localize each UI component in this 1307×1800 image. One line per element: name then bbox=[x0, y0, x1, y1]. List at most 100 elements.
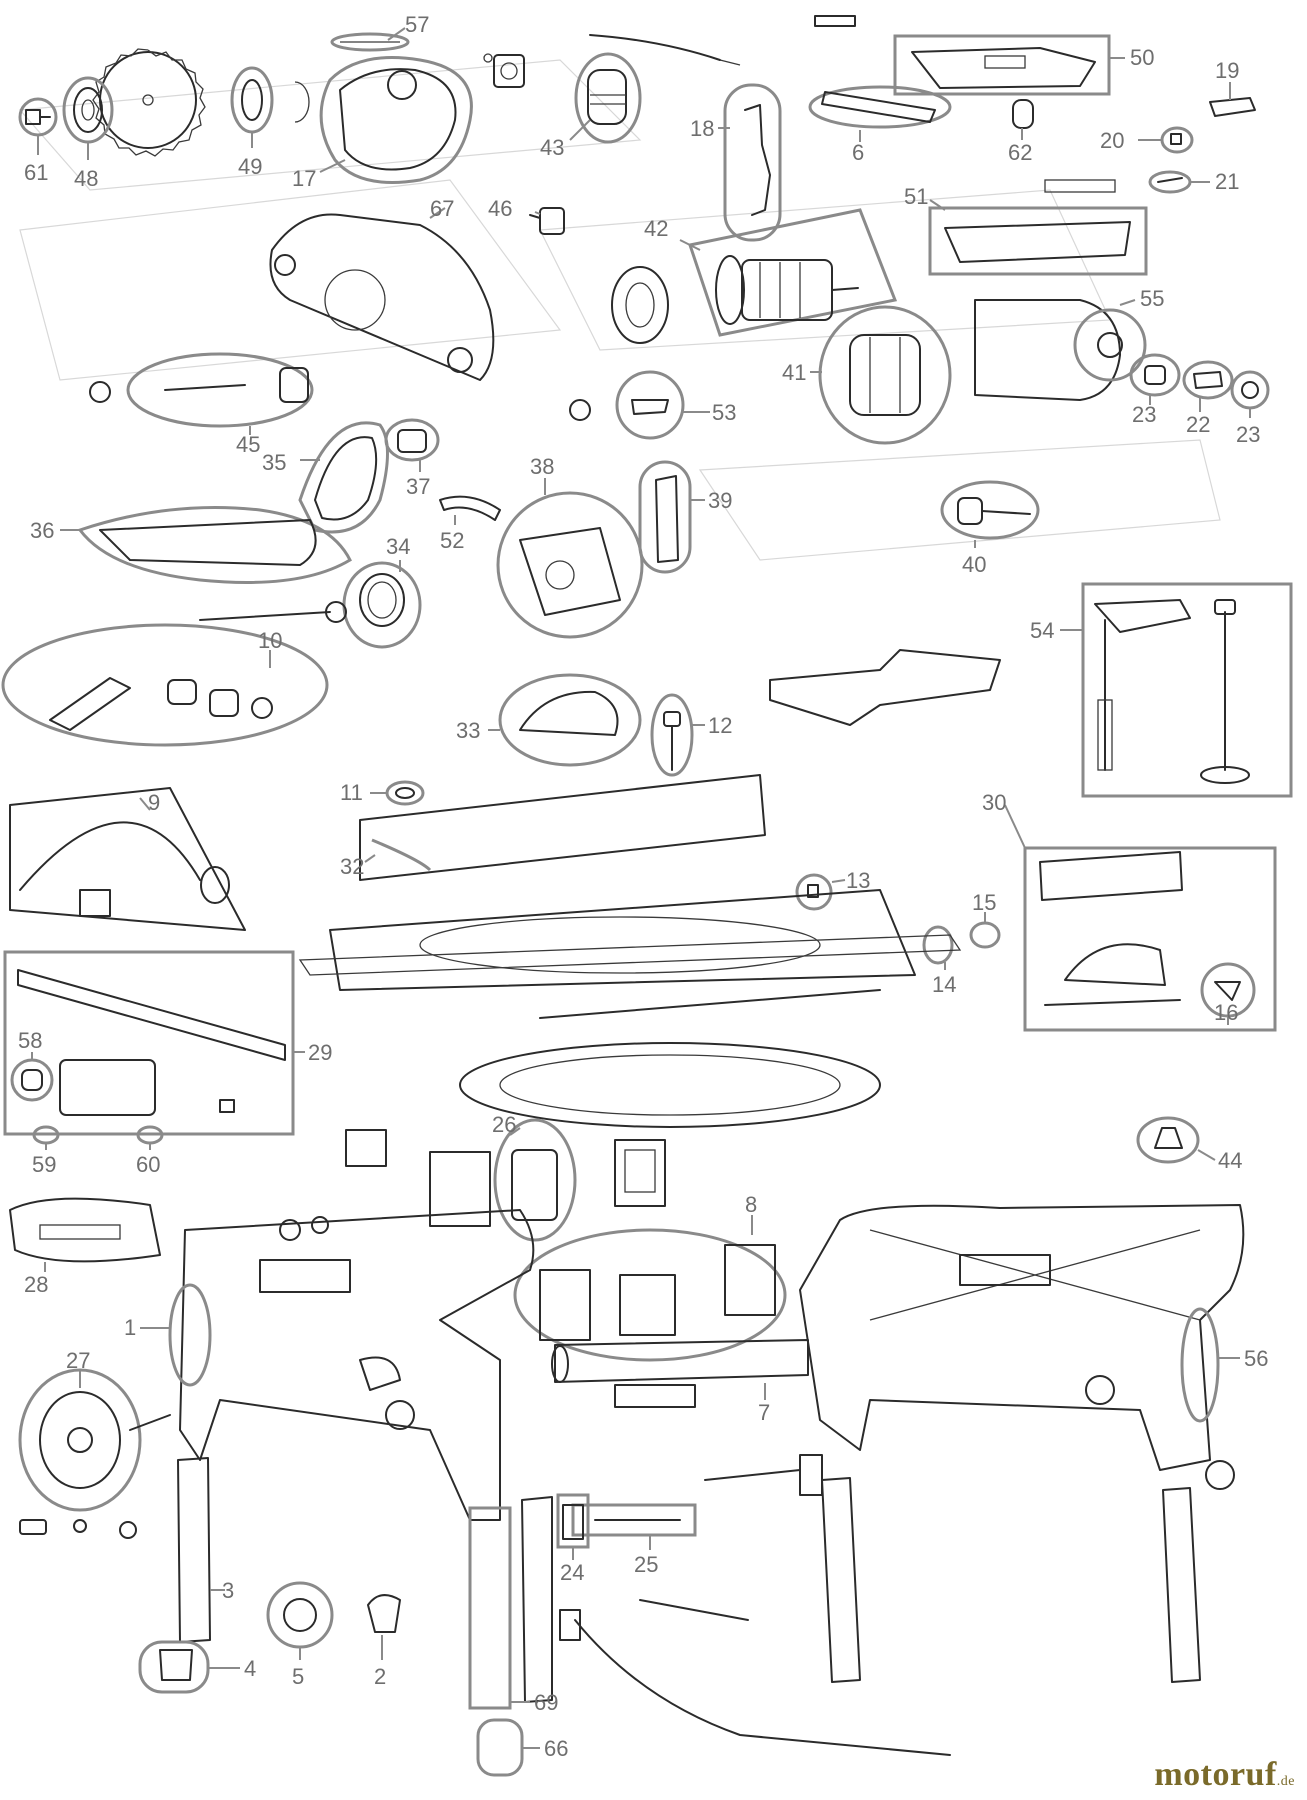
clamp-part-54 bbox=[1081, 582, 1293, 798]
field-coil-part-41 bbox=[818, 305, 952, 445]
foot-cap-part-44 bbox=[1136, 1116, 1200, 1164]
mounting-bracket-part-46 bbox=[529, 207, 565, 235]
callout-23a: 23 bbox=[1132, 402, 1156, 427]
cable-part bbox=[589, 34, 741, 66]
callout-15: 15 bbox=[972, 890, 996, 915]
knob-part-58 bbox=[10, 1058, 54, 1102]
callout-60: 60 bbox=[136, 1152, 160, 1177]
fence-kit-part-30 bbox=[1023, 846, 1277, 1032]
right-legs-part bbox=[639, 1454, 1235, 1683]
torsion-spring-part-34 bbox=[199, 561, 422, 649]
spring-clip-part-20 bbox=[1160, 126, 1194, 154]
washer-part-11 bbox=[385, 780, 425, 806]
brand-name: motoruf bbox=[1154, 1756, 1277, 1793]
callout-56: 56 bbox=[1244, 1346, 1268, 1371]
callout-11: 11 bbox=[340, 780, 363, 805]
blade-guard-cover-part-35 bbox=[298, 421, 389, 534]
callout-26: 26 bbox=[492, 1112, 516, 1137]
crossbar-part-7 bbox=[551, 1339, 809, 1408]
callout-69: 69 bbox=[534, 1690, 558, 1715]
guide-planes bbox=[18, 59, 1221, 561]
adjustment-bolt-part-40 bbox=[940, 480, 1040, 540]
callout-39: 39 bbox=[708, 488, 732, 513]
bevel-bracket-part-38 bbox=[496, 491, 644, 639]
callout-1: 1 bbox=[124, 1315, 136, 1340]
callout-6: 6 bbox=[852, 140, 864, 165]
flange-part-48 bbox=[62, 76, 114, 144]
callout-12: 12 bbox=[708, 713, 732, 738]
motor-housing-part-67 bbox=[269, 213, 495, 381]
clip-part-21 bbox=[1148, 170, 1192, 194]
cap-part-2 bbox=[367, 1594, 401, 1633]
callout-29: 29 bbox=[308, 1040, 332, 1065]
knob-part-62 bbox=[1012, 99, 1034, 129]
callout-53: 53 bbox=[712, 400, 736, 425]
callout-43: 43 bbox=[540, 135, 564, 160]
saw-blade-part bbox=[92, 48, 206, 157]
callout-9: 9 bbox=[148, 790, 160, 815]
screw-part-15 bbox=[969, 921, 1001, 949]
pivot-arm-part bbox=[769, 649, 1001, 726]
callout-25: 25 bbox=[634, 1552, 658, 1577]
callout-62: 62 bbox=[1008, 140, 1032, 165]
switch-box-part bbox=[614, 1139, 666, 1207]
leg-part-3 bbox=[177, 1457, 211, 1643]
rip-fence-part-29 bbox=[3, 950, 295, 1136]
brush-cap-part-43 bbox=[574, 52, 642, 144]
callout-10: 10 bbox=[258, 628, 282, 653]
callout-52: 52 bbox=[440, 528, 464, 553]
callout-66: 66 bbox=[544, 1736, 568, 1761]
power-cord-part bbox=[559, 1609, 951, 1756]
riving-knife-part-9 bbox=[9, 787, 246, 931]
guard-handle-part-33 bbox=[498, 673, 642, 767]
bolt-part-61 bbox=[18, 97, 58, 137]
callout-36: 36 bbox=[30, 518, 54, 543]
callout-13: 13 bbox=[846, 868, 870, 893]
callout-2: 2 bbox=[374, 1664, 386, 1689]
brand-suffix: .de bbox=[1276, 1774, 1295, 1789]
motor-casing-part-55 bbox=[974, 299, 1147, 401]
carbon-brush-holder-part-18 bbox=[723, 83, 782, 242]
callout-59: 59 bbox=[32, 1152, 56, 1177]
callout-42: 42 bbox=[644, 216, 668, 241]
callout-28: 28 bbox=[24, 1272, 48, 1297]
saw-table-part bbox=[298, 889, 962, 1128]
callout-58: 58 bbox=[18, 1028, 42, 1053]
callout-48: 48 bbox=[74, 166, 98, 191]
brush-part-23b bbox=[1230, 370, 1270, 410]
callout-24: 24 bbox=[560, 1560, 584, 1585]
callout-18: 18 bbox=[690, 116, 714, 141]
screw-part-12 bbox=[650, 693, 694, 777]
knob-part-5 bbox=[266, 1581, 334, 1649]
motor-end-cap-part bbox=[611, 266, 669, 344]
handle-grip-part-6 bbox=[808, 85, 952, 129]
lever-assembly-part-10 bbox=[1, 623, 329, 747]
callout-33: 33 bbox=[456, 718, 480, 743]
bolt-part-25 bbox=[571, 1503, 697, 1537]
callout-14: 14 bbox=[932, 972, 956, 997]
table-insert-part-13 bbox=[795, 873, 833, 911]
flange-bracket-part bbox=[483, 53, 525, 88]
upper-blade-guard-part bbox=[319, 32, 473, 184]
callout-37: 37 bbox=[406, 474, 430, 499]
brand-logo: motoruf.de bbox=[1154, 1756, 1295, 1794]
callout-54: 54 bbox=[1030, 618, 1054, 643]
callout-30: 30 bbox=[982, 790, 1006, 815]
callout-49: 49 bbox=[238, 154, 262, 179]
brush-holder-part-22 bbox=[1182, 360, 1234, 400]
top-cover-part-50 bbox=[814, 15, 1111, 96]
callout-labels: 57 43 50 19 18 6 62 20 21 61 48 49 17 67… bbox=[18, 12, 1268, 1761]
link-arm-part-39 bbox=[638, 460, 692, 574]
nut-part-14 bbox=[922, 925, 954, 965]
bracket-part-28 bbox=[9, 1197, 161, 1263]
callout-38: 38 bbox=[530, 454, 554, 479]
callout-4: 4 bbox=[244, 1656, 256, 1681]
brush-part-23a bbox=[1129, 353, 1181, 397]
callout-55: 55 bbox=[1140, 286, 1164, 311]
callout-17: 17 bbox=[292, 166, 316, 191]
clip-part-19 bbox=[1209, 97, 1256, 117]
callout-3: 3 bbox=[222, 1578, 234, 1603]
foot-part-66 bbox=[476, 1718, 524, 1777]
frame-edge-part-1 bbox=[168, 1283, 212, 1387]
